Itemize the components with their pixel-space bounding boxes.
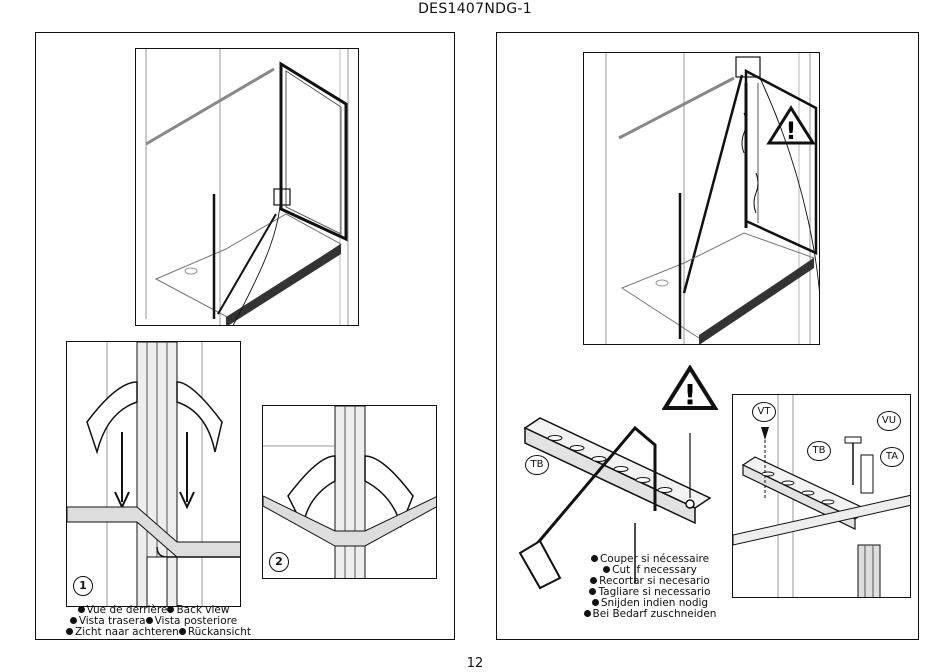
step-2-badge: 2 xyxy=(269,552,289,572)
vt-callout: VT xyxy=(752,402,776,422)
cut-instructions: Couper si nécessaire Cut if necessary Re… xyxy=(575,554,725,620)
back-view-detail-1: 1 xyxy=(66,341,241,607)
svg-text:!: ! xyxy=(786,117,797,145)
warning-icon xyxy=(769,108,813,144)
language-flag-icon xyxy=(603,566,611,573)
instruction-text: Snijden indien nodig xyxy=(600,597,709,609)
language-flag-icon xyxy=(77,606,85,613)
left-step-panel: 1 2 Vue de derrière Back view Vista trase… xyxy=(35,32,455,640)
legend-text: Vista trasera xyxy=(78,615,146,627)
legend-text: Back view xyxy=(176,604,230,616)
instruction-text: Recortar si necesario xyxy=(599,575,710,587)
instruction-text: Couper si nécessaire xyxy=(599,553,710,565)
language-flag-icon xyxy=(69,617,77,624)
legend-text: Rückansicht xyxy=(187,626,251,638)
instruction-text: Bei Bedarf zuschneiden xyxy=(592,608,717,620)
track-fixing-detail: VT VU TB TA xyxy=(732,394,911,598)
svg-text:!: ! xyxy=(684,378,697,411)
legend-text: Vue de derrière xyxy=(86,604,168,616)
instruction-text: Cut if necessary xyxy=(612,564,697,576)
language-flag-icon xyxy=(178,628,186,635)
language-flag-icon xyxy=(590,577,598,584)
shower-overview-drawing-right: ! xyxy=(583,52,820,345)
tb-callout: TB xyxy=(807,441,831,461)
back-view-detail-2: 2 xyxy=(262,405,437,579)
language-flag-icon xyxy=(591,599,599,606)
language-flag-icon xyxy=(167,606,175,613)
language-flag-icon xyxy=(583,610,591,617)
step-1-badge: 1 xyxy=(73,576,93,596)
warning-icon: ! xyxy=(662,365,718,411)
page-number: 12 xyxy=(466,656,484,671)
language-flag-icon xyxy=(66,628,73,635)
shower-overview-drawing-left xyxy=(135,48,359,326)
language-flag-icon xyxy=(589,588,597,595)
right-step-panel: ! ! TB Couper si nécessaire Cut if neces… xyxy=(496,32,919,640)
legend-text: Vista posteriore xyxy=(154,615,238,627)
back-view-legend: Vue de derrière Back view Vista trasera Vi… xyxy=(66,604,251,638)
vu-callout: VU xyxy=(877,411,901,431)
document-title: DES1407NDG-1 xyxy=(418,1,532,17)
tb-callout: TB xyxy=(525,455,549,475)
language-flag-icon xyxy=(145,617,153,624)
legend-text: Zicht naar achteren xyxy=(75,626,179,638)
cut-track-drawing xyxy=(518,417,712,590)
language-flag-icon xyxy=(590,555,598,562)
instruction-text: Tagliare si necessario xyxy=(598,586,711,598)
ta-callout: TA xyxy=(880,447,904,467)
